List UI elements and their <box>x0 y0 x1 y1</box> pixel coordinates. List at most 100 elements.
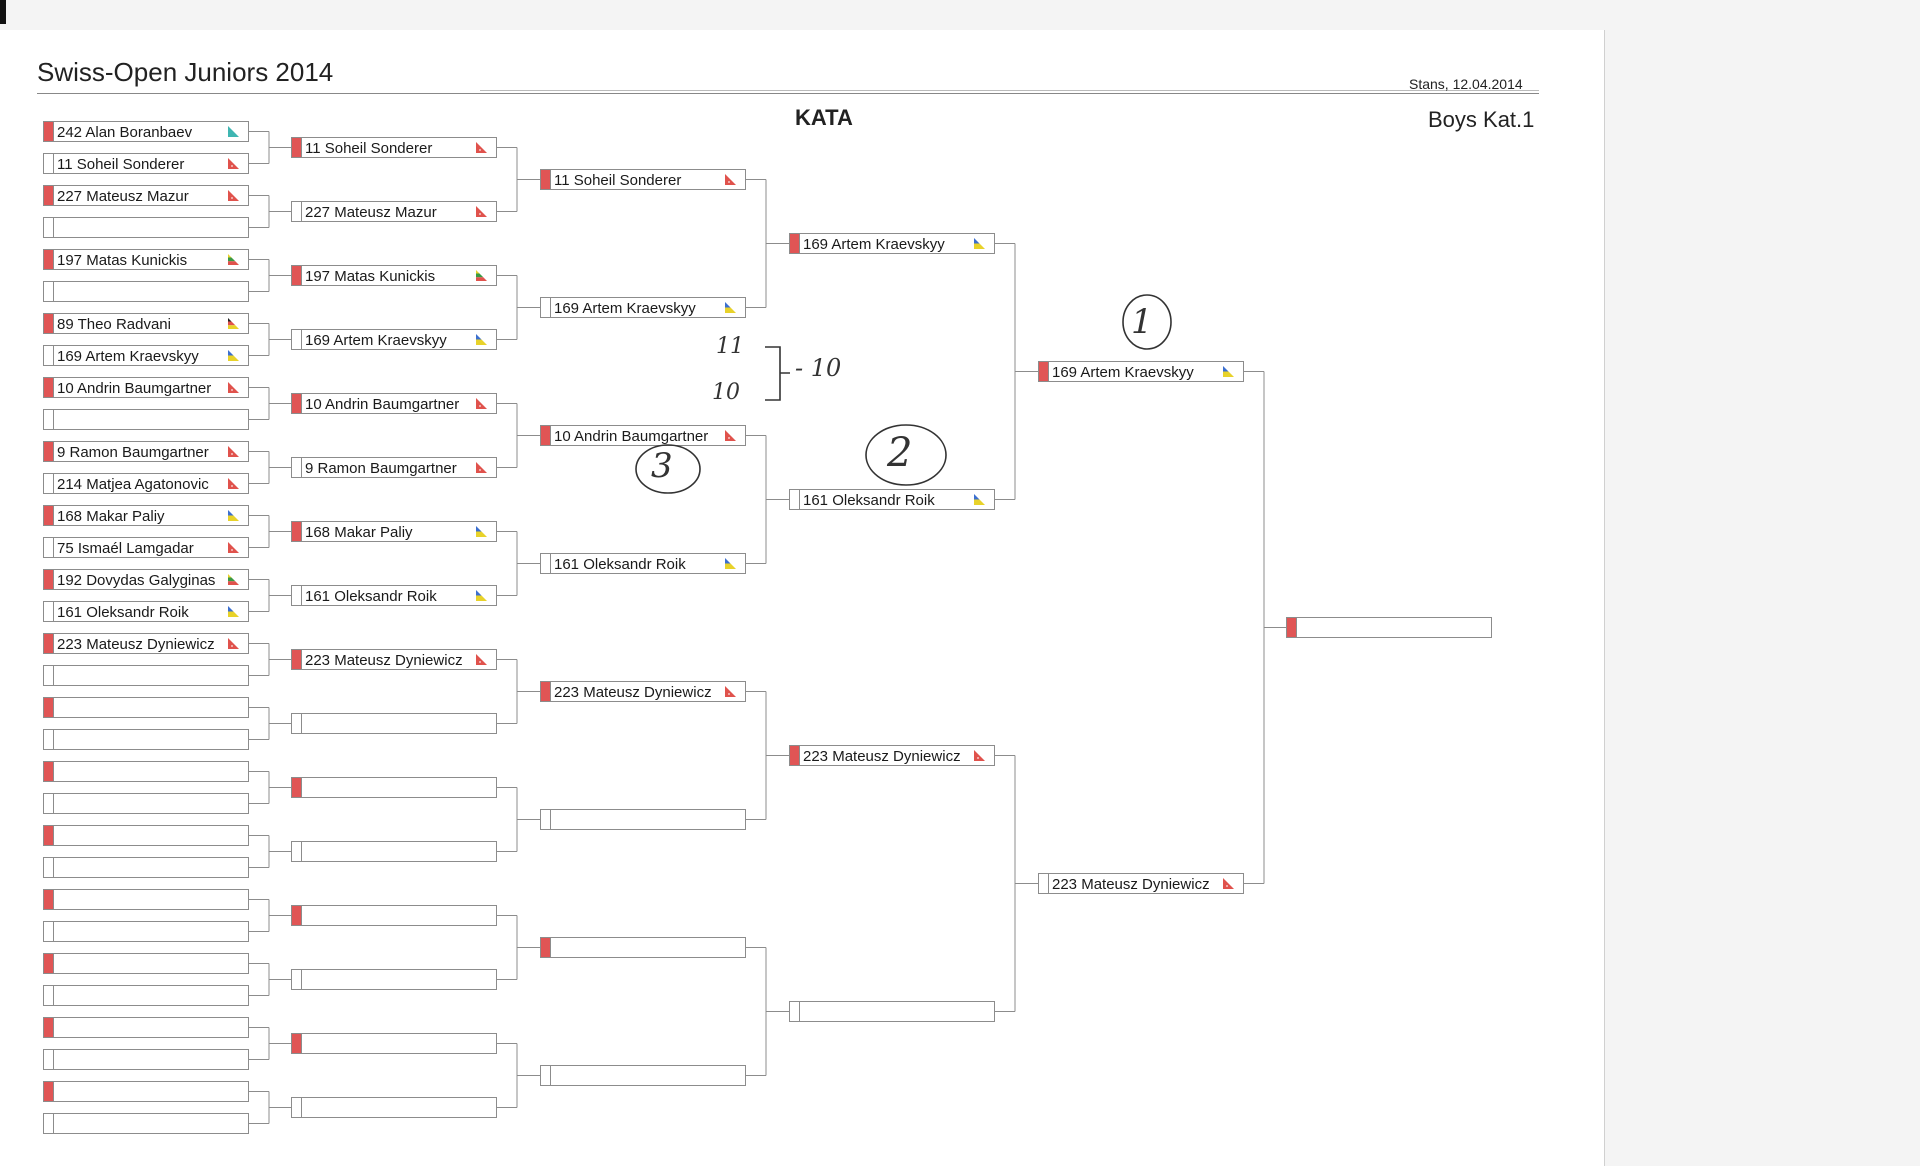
slot-color-marker <box>44 826 54 845</box>
round-2-slot <box>291 1033 497 1054</box>
round-3-slot <box>540 1065 746 1086</box>
round-1-slot <box>43 697 249 718</box>
slot-color-marker <box>541 1066 551 1085</box>
slot-color-marker <box>1039 362 1049 381</box>
competitor-name: 161 Oleksandr Roik <box>803 492 935 509</box>
round-1-slot: 169 Artem Kraevskyy <box>43 345 249 366</box>
slot-color-marker <box>44 538 54 557</box>
place-1-number: 1 <box>1131 302 1153 342</box>
round-2-slot <box>291 777 497 798</box>
round-2-slot: 168 Makar Paliy <box>291 521 497 542</box>
round-3-slot <box>540 809 746 830</box>
round-3-slot: 169 Artem Kraevskyy <box>540 297 746 318</box>
round-1-slot: 75 Ismaél Lamgadar <box>43 537 249 558</box>
round-1-slot <box>43 665 249 686</box>
round-2-slot: 10 Andrin Baumgartner <box>291 393 497 414</box>
round-2-slot <box>291 905 497 926</box>
slot-color-marker <box>44 218 54 237</box>
competitor-name: 214 Matjea Agatonovic <box>57 476 209 493</box>
round-2-slot <box>291 841 497 862</box>
round-2-slot: 169 Artem Kraevskyy <box>291 329 497 350</box>
round-1-slot: 9 Ramon Baumgartner <box>43 441 249 462</box>
competitor-name: 169 Artem Kraevskyy <box>305 332 447 349</box>
slot-color-marker <box>292 266 302 285</box>
competitor-name: 161 Oleksandr Roik <box>57 604 189 621</box>
slot-color-marker <box>292 714 302 733</box>
slot-color-marker <box>541 938 551 957</box>
competitor-name: 75 Ismaél Lamgadar <box>57 540 194 557</box>
final-slot <box>1286 617 1492 638</box>
slot-color-marker <box>44 154 54 173</box>
round-1-slot <box>43 1081 249 1102</box>
round-1-slot <box>43 281 249 302</box>
slot-color-marker <box>44 762 54 781</box>
competitor-name: 223 Mateusz Dyniewicz <box>1052 876 1210 893</box>
slot-color-marker <box>44 666 54 685</box>
competitor-name: 223 Mateusz Dyniewicz <box>57 636 215 653</box>
round-2-slot: 161 Oleksandr Roik <box>291 585 497 606</box>
round-4-slot: 169 Artem Kraevskyy <box>789 233 995 254</box>
round-1-slot <box>43 857 249 878</box>
round-1-slot: 11 Soheil Sonderer <box>43 153 249 174</box>
round-2-slot: 9 Ramon Baumgartner <box>291 457 497 478</box>
score-result: - 10 <box>795 354 842 382</box>
slot-color-marker <box>44 122 54 141</box>
competitor-name: 168 Makar Paliy <box>305 524 413 541</box>
slot-color-marker <box>44 890 54 909</box>
round-3-slot: 10 Andrin Baumgartner <box>540 425 746 446</box>
competitor-name: 11 Soheil Sonderer <box>305 140 433 157</box>
slot-color-marker <box>44 346 54 365</box>
slot-color-marker <box>44 922 54 941</box>
slot-color-marker <box>44 1018 54 1037</box>
round-1-slot <box>43 889 249 910</box>
slot-color-marker <box>44 698 54 717</box>
competitor-name: 242 Alan Boranbaev <box>57 124 193 141</box>
round-3-slot <box>540 937 746 958</box>
round-3-slot: 11 Soheil Sonderer <box>540 169 746 190</box>
round-1-slot <box>43 761 249 782</box>
round-1-slot: 214 Matjea Agatonovic <box>43 473 249 494</box>
competitor-name: 227 Mateusz Mazur <box>305 204 437 221</box>
competitor-name: 168 Makar Paliy <box>57 508 165 525</box>
round-2-slot <box>291 1097 497 1118</box>
round-1-slot <box>43 793 249 814</box>
competitor-name: 227 Mateusz Mazur <box>57 188 189 205</box>
slot-color-marker <box>44 1114 54 1133</box>
round-1-slot <box>43 729 249 750</box>
slot-color-marker <box>292 650 302 669</box>
slot-color-marker <box>292 906 302 925</box>
header-rule-upper <box>480 90 1539 91</box>
slot-color-marker <box>292 394 302 413</box>
competitor-name: 9 Ramon Baumgartner <box>57 444 209 461</box>
competitor-name: 223 Mateusz Dyniewicz <box>554 684 712 701</box>
slot-color-marker <box>44 250 54 269</box>
slot-color-marker <box>44 730 54 749</box>
competitor-name: 197 Matas Kunickis <box>305 268 436 285</box>
round-2-slot: 11 Soheil Sonderer <box>291 137 497 158</box>
slot-color-marker <box>292 842 302 861</box>
competitor-name: 169 Artem Kraevskyy <box>57 348 199 365</box>
round-2-slot: 197 Matas Kunickis <box>291 265 497 286</box>
slot-color-marker <box>44 186 54 205</box>
slot-color-marker <box>44 986 54 1005</box>
slot-color-marker <box>790 746 800 765</box>
place-1-circle <box>1122 294 1172 350</box>
round-1-slot: 227 Mateusz Mazur <box>43 185 249 206</box>
slot-color-marker <box>541 298 551 317</box>
competitor-name: 10 Andrin Baumgartner <box>57 380 212 397</box>
score-a: 11 <box>716 334 744 359</box>
slot-color-marker <box>292 1098 302 1117</box>
slot-color-marker <box>44 378 54 397</box>
competitor-name: 161 Oleksandr Roik <box>554 556 686 573</box>
round-5-slot: 169 Artem Kraevskyy <box>1038 361 1244 382</box>
slot-color-marker <box>292 522 302 541</box>
place-3-circle <box>635 444 701 494</box>
slot-color-marker <box>44 1082 54 1101</box>
slot-color-marker <box>541 554 551 573</box>
place-3-number: 3 <box>651 446 673 486</box>
round-1-slot: 89 Theo Radvani <box>43 313 249 334</box>
round-1-slot <box>43 1113 249 1134</box>
competitor-name: 10 Andrin Baumgartner <box>554 428 709 445</box>
score-b: 10 <box>712 380 740 405</box>
